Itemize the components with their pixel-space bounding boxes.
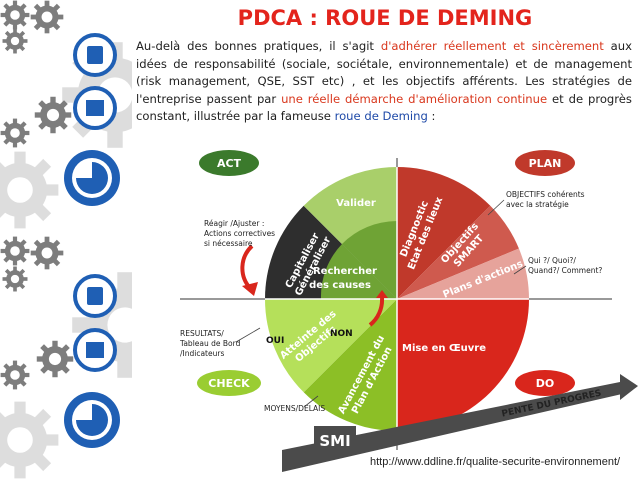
segment-atteinte <box>265 299 397 393</box>
mise-en-oeuvre-text: Mise en Œuvre <box>402 343 486 354</box>
deming-link[interactable]: roue de Deming <box>334 109 428 124</box>
intro-text: aux idées de responsabilité (sociale, so… <box>136 39 632 106</box>
check-label: CHECK <box>208 377 250 390</box>
qui-note: Quand?/ Comment? <box>528 266 602 275</box>
causes-text: des causes <box>309 280 371 291</box>
segment-mise-en-oeuvre <box>397 299 529 431</box>
reagir-note: Actions correctives <box>204 229 275 238</box>
pie-icon <box>64 150 120 206</box>
intro-paragraph: Au-delà des bonnes pratiques, il s'agit … <box>136 38 632 126</box>
gear-icon <box>2 28 28 54</box>
smi-block <box>314 426 356 452</box>
decorative-sidebar <box>0 0 178 479</box>
chart-icon <box>73 86 117 130</box>
gear-icon <box>34 96 72 134</box>
resultats-note: RESULTATS/ <box>180 329 224 338</box>
gear-icon <box>0 0 30 30</box>
gear-icon <box>30 236 64 270</box>
segment-objectifs <box>397 205 519 299</box>
gear-icon <box>30 0 64 34</box>
segment-avancement <box>303 299 397 431</box>
resultats-note: Tableau de Bord <box>179 339 241 348</box>
act-label: ACT <box>217 157 242 170</box>
segment-diagnostic <box>397 167 491 299</box>
pdca-diagram: ACT PLAN CHECK DO Valider Capitaliser Gé… <box>132 150 638 479</box>
objectifs-note: OBJECTIFS cohérents <box>506 190 585 199</box>
reagir-note: Réagir /Ajuster : <box>204 219 264 228</box>
oui-label: OUI <box>266 336 284 346</box>
intro-highlight: une réelle démarche d'amélioration conti… <box>281 91 548 106</box>
plan-badge <box>515 150 575 176</box>
qui-note: Qui ?/ Quoi?/ <box>528 256 576 265</box>
gear-icon <box>36 340 74 378</box>
plan-label: PLAN <box>529 157 562 170</box>
progress-slope <box>282 382 622 472</box>
act-badge <box>199 150 259 176</box>
do-badge <box>515 370 575 396</box>
source-url[interactable]: http://www.ddline.fr/qualite-securite-en… <box>370 456 621 468</box>
intro-highlight: d'adhérer réellement et sincèrement <box>380 39 604 53</box>
intro-text: : <box>427 109 436 124</box>
book-icon <box>73 33 117 77</box>
pie-icon <box>64 392 120 448</box>
book-icon <box>73 274 117 318</box>
page-title: PDCA : ROUE DE DEMING <box>237 6 533 30</box>
rechercher-text: Rechercher <box>313 266 377 277</box>
segment-plans <box>397 248 529 299</box>
gear-icon <box>2 266 28 292</box>
non-label: NON <box>330 329 353 339</box>
non-arrow-icon <box>368 297 385 327</box>
chart-icon <box>73 328 117 372</box>
reagir-note: si nécessaire <box>204 239 253 248</box>
gear-icon <box>0 360 30 390</box>
check-badge <box>197 370 261 396</box>
gear-sidebar-illustration <box>0 0 178 479</box>
smi-label: SMI <box>319 432 350 450</box>
gear-icon <box>0 118 30 148</box>
moyens-note: MOYENS/DELAIS <box>264 404 325 413</box>
intro-text: et de progrès constant, illustrée par la… <box>136 91 632 124</box>
valider-text: Valider <box>336 198 376 209</box>
objectifs-note: avec la stratégie <box>506 200 569 209</box>
resultats-note: /Indicateurs <box>180 349 224 358</box>
intro-text: Au-delà des bonnes pratiques, il s'agit <box>136 39 381 53</box>
gear-icon <box>0 236 30 266</box>
do-label: DO <box>536 377 554 390</box>
react-arrow-icon <box>240 244 254 290</box>
